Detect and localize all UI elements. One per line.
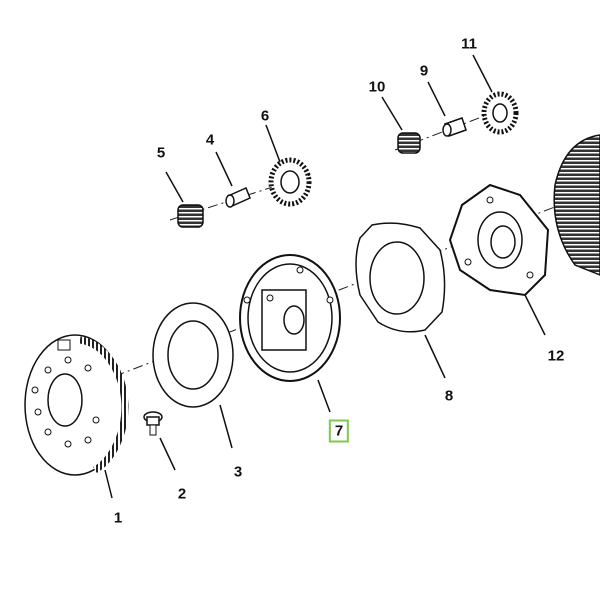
callout-12: 12 <box>547 347 565 365</box>
callout-6: 6 <box>260 107 270 125</box>
part-10-needle-bearing <box>397 132 421 154</box>
part-1-gear-plate <box>24 334 129 476</box>
leader-lines <box>104 54 546 499</box>
callout-9: 9 <box>419 62 429 80</box>
callout-3: 3 <box>233 463 243 481</box>
part-4-pin <box>225 186 251 208</box>
part-8-shaped-washer <box>355 222 446 333</box>
part-5-needle-bearing <box>177 204 204 228</box>
part-11-planet-gear <box>481 91 519 135</box>
callout-10: 10 <box>368 78 386 96</box>
part-3-washer <box>152 302 234 408</box>
part-6-planet-gear <box>268 157 312 207</box>
part-9-pin <box>442 117 467 137</box>
callout-8: 8 <box>444 387 454 405</box>
callout-1: 1 <box>113 509 123 527</box>
callout-7-highlighted[interactable]: 7 <box>328 419 350 443</box>
part-2-bolt <box>143 411 163 436</box>
callout-11: 11 <box>461 35 477 53</box>
callout-5: 5 <box>156 144 166 162</box>
part-12-flanged-carrier <box>448 183 550 297</box>
callout-2: 2 <box>177 485 187 503</box>
part-7-carrier <box>239 254 341 382</box>
callout-4: 4 <box>205 131 215 149</box>
housing-partial <box>553 134 600 276</box>
